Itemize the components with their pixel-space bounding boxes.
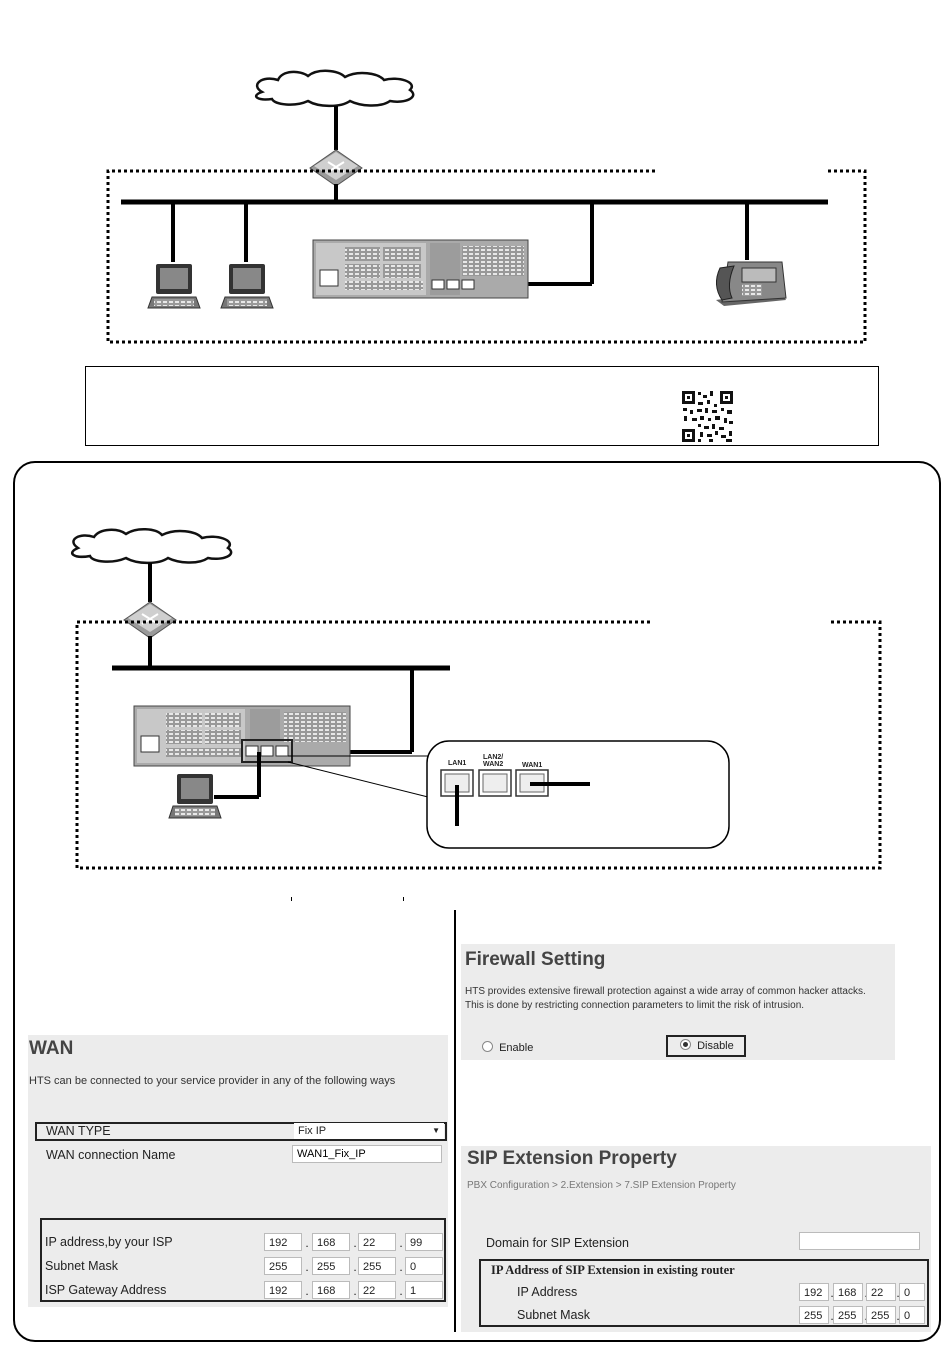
wan-type-row[interactable] xyxy=(35,1122,447,1141)
sip-mask-octet-4[interactable]: 0 xyxy=(899,1306,925,1324)
octet-dot: . xyxy=(353,1284,357,1298)
octet-dot: . xyxy=(399,1284,403,1298)
firewall-disable-option[interactable]: Disable xyxy=(666,1035,746,1057)
ip-phone-icon xyxy=(716,261,787,306)
octet-dot: . xyxy=(830,1286,834,1300)
wan-gateway-octet-1[interactable]: 192 xyxy=(264,1281,302,1299)
wan-type-label: WAN TYPE xyxy=(46,1124,111,1138)
port-label-lan1: LAN1 xyxy=(448,760,467,767)
wan-conn-name-label: WAN connection Name xyxy=(46,1148,176,1162)
octet-dot: . xyxy=(305,1284,309,1298)
wan-ip-group xyxy=(40,1218,446,1302)
sip-domain-label: Domain for SIP Extension xyxy=(486,1236,629,1250)
sip-mask-octet-3[interactable]: 255 xyxy=(866,1306,896,1324)
wan-mask-octet-2[interactable]: 255 xyxy=(312,1257,350,1275)
port-label-wan1: WAN1 xyxy=(522,762,543,769)
sip-ip-octet-1[interactable]: 192 xyxy=(799,1283,829,1301)
wan-ip-octet-4[interactable]: 99 xyxy=(405,1233,443,1251)
sip-mask-octet-1[interactable]: 255 xyxy=(799,1306,829,1324)
wan-mask-octet-1[interactable]: 255 xyxy=(264,1257,302,1275)
sip-ip-group xyxy=(479,1259,929,1327)
network-diagram xyxy=(71,69,882,870)
note-box xyxy=(85,366,879,446)
sip-ip-octet-4[interactable]: 0 xyxy=(899,1283,925,1301)
firewall-enable-option[interactable]: Enable xyxy=(482,1041,533,1054)
octet-dot: . xyxy=(353,1236,357,1250)
tick-mark xyxy=(291,897,292,901)
wan-type-select[interactable]: Fix IP ▼ xyxy=(294,1123,444,1139)
wan-ip-octet-3[interactable]: 22 xyxy=(358,1233,396,1251)
wan-conn-name-input[interactable] xyxy=(292,1145,442,1163)
sip-domain-input[interactable] xyxy=(799,1232,920,1250)
sip-ip-octet-3[interactable]: 22 xyxy=(866,1283,896,1301)
octet-dot: . xyxy=(305,1236,309,1250)
sip-ip-octet-2[interactable]: 168 xyxy=(833,1283,863,1301)
pc-icon xyxy=(220,264,274,309)
octet-dot: . xyxy=(896,1309,900,1323)
wan-ip-label: IP address,by your ISP xyxy=(45,1235,173,1249)
tick-mark xyxy=(403,897,404,901)
sip-mask-octet-2[interactable]: 255 xyxy=(833,1306,863,1324)
firewall-disable-label: Disable xyxy=(697,1040,734,1052)
wan-ip-octet-2[interactable]: 168 xyxy=(312,1233,350,1251)
wan-gateway-label: ISP Gateway Address xyxy=(45,1283,167,1297)
octet-dot: . xyxy=(399,1260,403,1274)
qr-code-icon xyxy=(682,391,733,442)
octet-dot: . xyxy=(830,1309,834,1323)
firewall-title: Firewall Setting xyxy=(465,949,606,970)
octet-dot: . xyxy=(305,1260,309,1274)
wan-ip-octet-1[interactable]: 192 xyxy=(264,1233,302,1251)
port-label-lan2-line2: WAN2 xyxy=(483,761,504,768)
wan-gateway-octet-4[interactable]: 1 xyxy=(405,1281,443,1299)
cloud-icon xyxy=(71,528,233,565)
sip-title: SIP Extension Property xyxy=(467,1148,677,1169)
pc-icon xyxy=(168,774,222,819)
wan-description: HTS can be connected to your service pro… xyxy=(29,1075,396,1087)
column-divider xyxy=(454,910,456,1332)
sip-mask-label: Subnet Mask xyxy=(517,1308,590,1322)
firewall-desc-2: This is done by restricting connection p… xyxy=(465,1000,805,1011)
sip-ip-label: IP Address xyxy=(517,1285,578,1299)
wan-gateway-octet-3[interactable]: 22 xyxy=(358,1281,396,1299)
wan-title: WAN xyxy=(29,1038,74,1059)
radio-selected-icon[interactable] xyxy=(680,1039,691,1050)
firewall-enable-label: Enable xyxy=(499,1042,534,1054)
port-label-lan2: LAN2/ WAN2 xyxy=(483,754,503,768)
wan-mask-label: Subnet Mask xyxy=(45,1259,118,1273)
radio-unselected-icon[interactable] xyxy=(482,1041,493,1052)
chevron-down-icon: ▼ xyxy=(432,1126,440,1135)
router-icon xyxy=(309,149,363,187)
port-callout xyxy=(426,740,730,849)
port-label-lan2-line1: LAN2/ xyxy=(483,754,504,761)
example-frame xyxy=(13,461,941,1342)
octet-dot: . xyxy=(353,1260,357,1274)
pc-icon xyxy=(147,264,201,309)
cloud-icon xyxy=(254,69,415,108)
firewall-desc-1: HTS provides extensive firewall protecti… xyxy=(465,986,866,997)
router-icon xyxy=(123,601,177,639)
firewall-panel xyxy=(461,944,895,1060)
wan-mask-octet-4[interactable]: 0 xyxy=(405,1257,443,1275)
wan-type-value: Fix IP xyxy=(298,1125,327,1137)
octet-dot: . xyxy=(399,1236,403,1250)
octet-dot: . xyxy=(896,1286,900,1300)
pbx-unit-icon xyxy=(312,239,529,299)
sip-group-title: IP Address of SIP Extension in existing … xyxy=(491,1263,735,1277)
wan-mask-octet-3[interactable]: 255 xyxy=(358,1257,396,1275)
sip-breadcrumb: PBX Configuration > 2.Extension > 7.SIP … xyxy=(467,1180,736,1191)
wan-gateway-octet-2[interactable]: 168 xyxy=(312,1281,350,1299)
